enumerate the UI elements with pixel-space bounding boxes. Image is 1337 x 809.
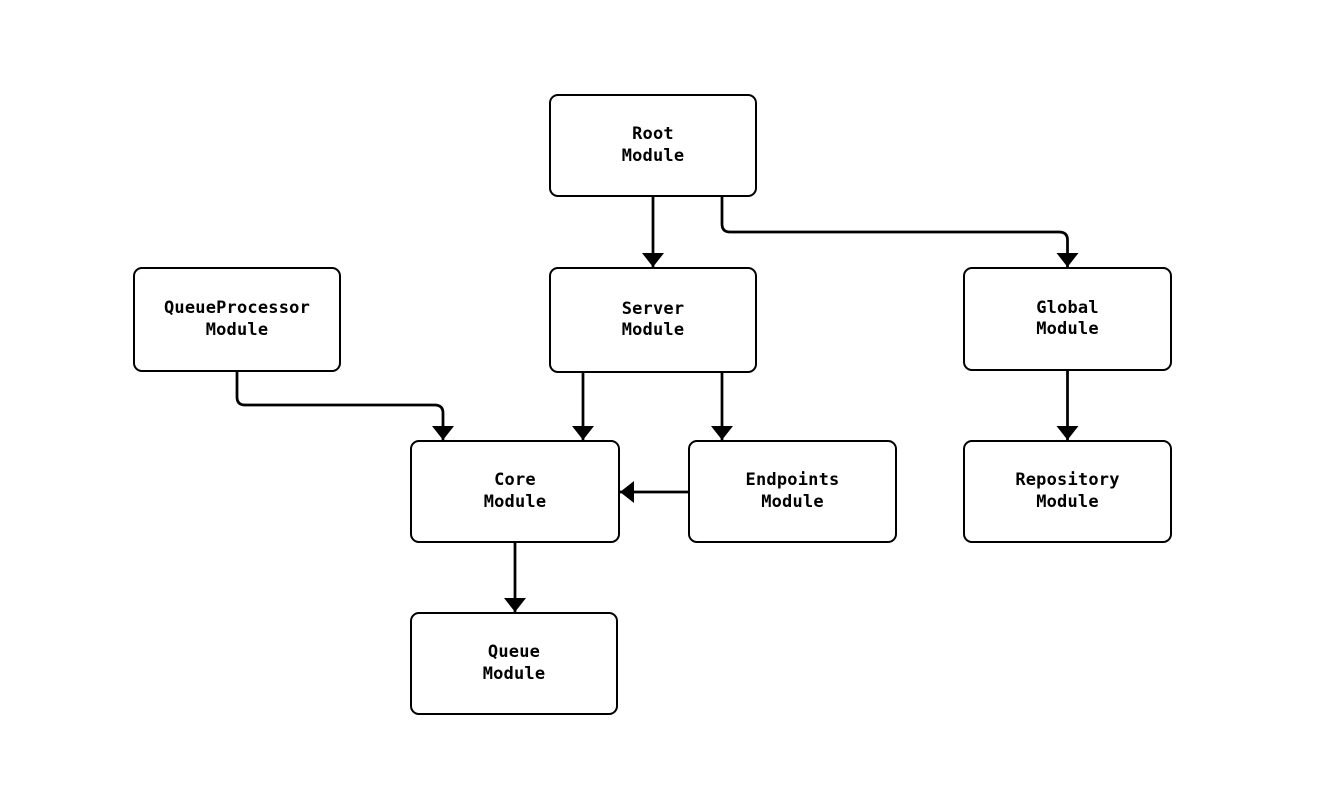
- node-core-module: Core Module: [410, 440, 620, 543]
- node-root-module: Root Module: [549, 94, 757, 197]
- node-queue-module: Queue Module: [410, 612, 618, 715]
- edge-root-to-global: [720, 197, 1079, 267]
- node-global-module: Global Module: [963, 267, 1172, 371]
- edge-queueprocessor-to-core: [235, 372, 454, 440]
- node-repository-module: Repository Module: [963, 440, 1172, 543]
- node-endpoints-module: Endpoints Module: [688, 440, 897, 543]
- node-queueprocessor-module: QueueProcessor Module: [133, 267, 341, 372]
- node-server-module: Server Module: [549, 267, 757, 373]
